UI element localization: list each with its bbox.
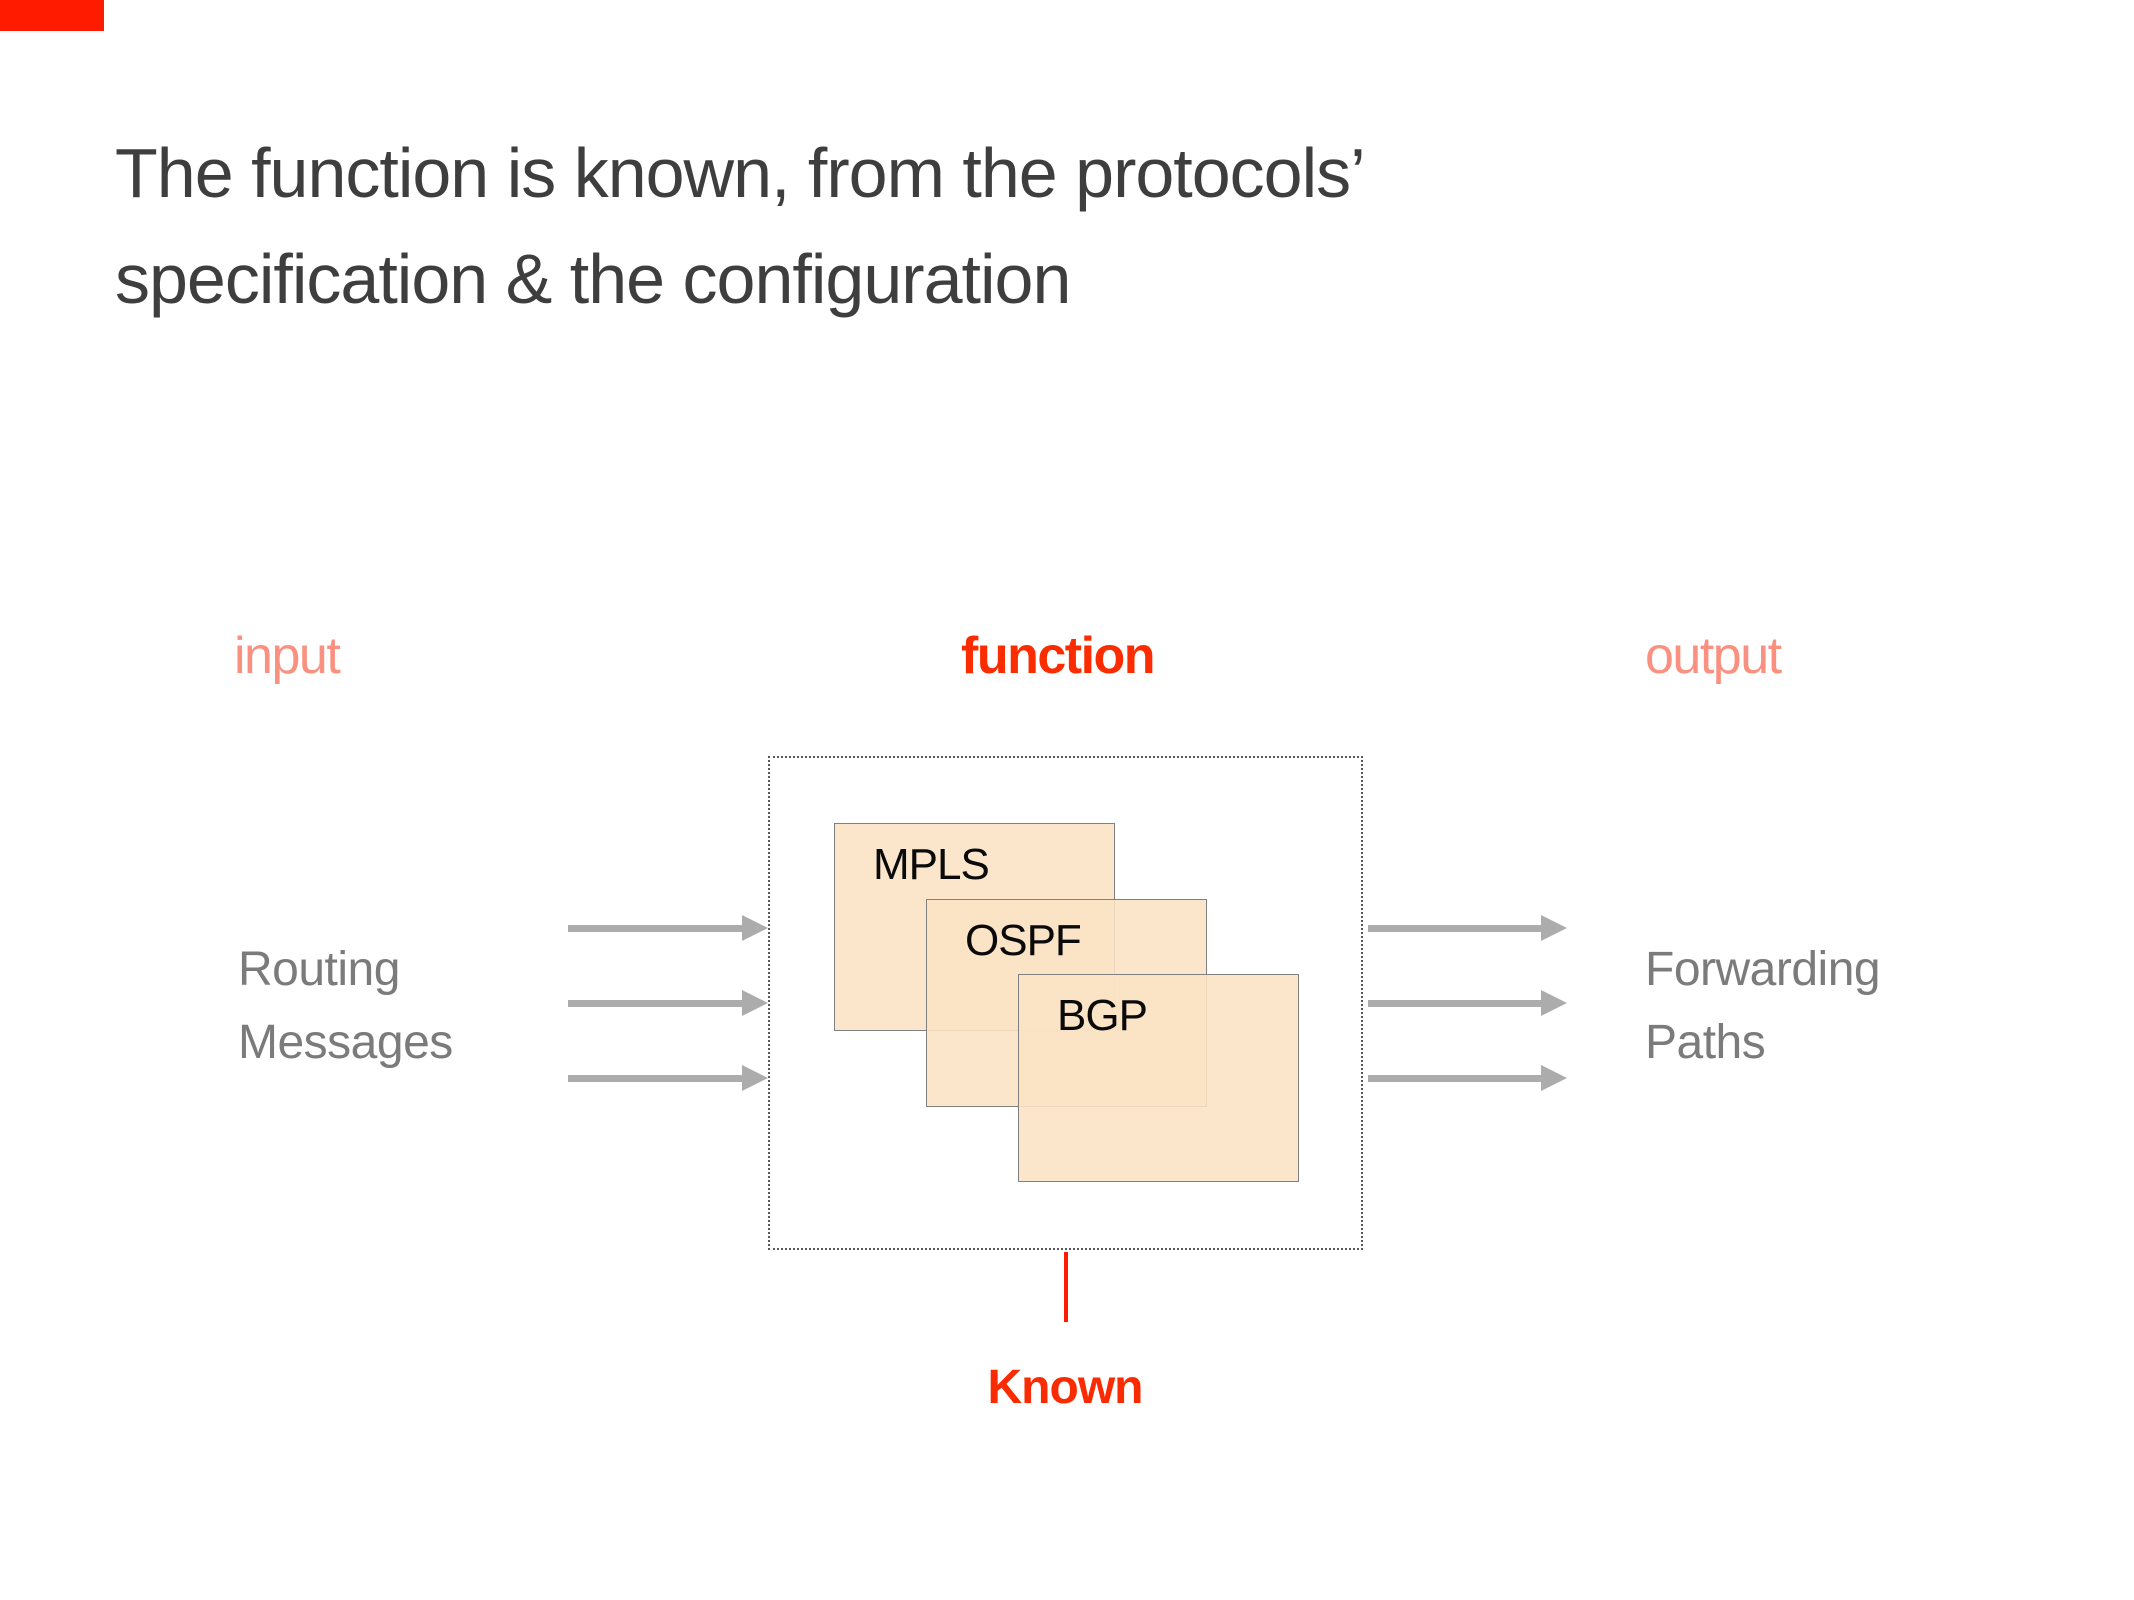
arrow-shaft — [1368, 925, 1541, 932]
arrow-head — [1541, 915, 1567, 941]
protocol-box-label: BGP — [1057, 991, 1148, 1040]
function-box — [768, 756, 1363, 1250]
slide-corner-marker — [0, 0, 104, 31]
known-label: Known — [987, 1361, 1144, 1414]
output-caption-line-1: Forwarding — [1645, 943, 1881, 996]
page-title-line-1: The function is known, from the protocol… — [115, 134, 1366, 212]
arrow-head — [1541, 1065, 1567, 1091]
arrow-shaft — [1368, 1075, 1541, 1082]
protocol-box-label: OSPF — [965, 916, 1082, 965]
input-caption: Routing Messages — [238, 933, 453, 1079]
arrow-shaft — [568, 925, 742, 932]
arrow-shaft — [568, 1075, 742, 1082]
arrow-head — [742, 1065, 768, 1091]
input-caption-line-1: Routing — [238, 943, 400, 996]
arrow-shaft — [1368, 1000, 1541, 1007]
function-column-label: function — [961, 627, 1156, 685]
protocol-box-bgp: BGP — [1018, 974, 1299, 1182]
arrow-head — [742, 915, 768, 941]
input-column-label: input — [234, 627, 341, 685]
input-caption-line-2: Messages — [238, 1016, 453, 1069]
arrow-head — [1541, 990, 1567, 1016]
arrow-shaft — [568, 1000, 742, 1007]
output-column-label: output — [1645, 627, 1782, 685]
known-connector-line — [1064, 1252, 1068, 1322]
arrow-head — [742, 990, 768, 1016]
protocol-box-label: MPLS — [873, 840, 990, 889]
output-caption-line-2: Paths — [1645, 1016, 1766, 1069]
page-title: The function is known, from the protocol… — [115, 120, 1366, 332]
output-caption: Forwarding Paths — [1645, 933, 1881, 1079]
page-title-line-2: specification & the configuration — [115, 240, 1071, 318]
